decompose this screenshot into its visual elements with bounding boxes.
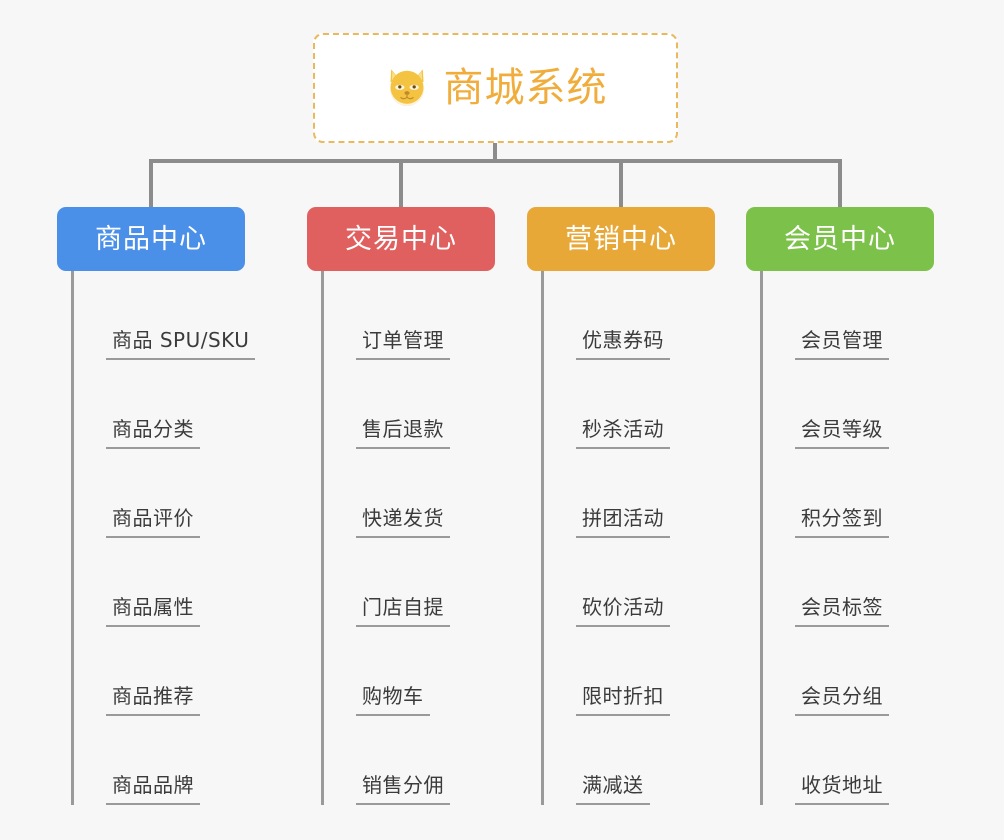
leaf-item[interactable]: 积分签到 <box>763 449 934 538</box>
leaf-item-label: 商品品牌 <box>112 773 194 797</box>
leaf-list-1: 商品 SPU/SKU 商品分类商品评价商品属性商品推荐商品品牌 <box>71 271 256 805</box>
leaf-item[interactable]: 满减送 <box>544 716 715 805</box>
leaf-item[interactable]: 拼团活动 <box>544 449 715 538</box>
leaf-item-label: 购物车 <box>362 684 424 708</box>
leaf-item-label: 销售分佣 <box>362 773 444 797</box>
connector-drop-3 <box>619 159 623 207</box>
leaf-item-underline: 积分签到 <box>795 507 889 538</box>
leaf-item[interactable]: 砍价活动 <box>544 538 715 627</box>
leaf-item[interactable]: 商品评价 <box>74 449 255 538</box>
leaf-item[interactable]: 商品品牌 <box>74 716 255 805</box>
leaf-item-underline: 订单管理 <box>356 329 450 360</box>
category-column-2: 交易中心订单管理售后退款快递发货门店自提购物车销售分佣 <box>307 207 495 805</box>
leaf-item-underline: 商品评价 <box>106 507 200 538</box>
leaf-item-underline: 商品推荐 <box>106 685 200 716</box>
leaf-item-label: 限时折扣 <box>582 684 664 708</box>
category-box-3[interactable]: 营销中心 <box>527 207 715 271</box>
leaf-item-underline: 商品 SPU/SKU <box>106 328 256 360</box>
leaf-item[interactable]: 优惠券码 <box>544 271 715 360</box>
leaf-item-label: 会员标签 <box>801 595 883 619</box>
leaf-item-underline: 商品分类 <box>106 418 200 449</box>
connector-root-stem <box>493 143 497 162</box>
leaf-item[interactable]: 订单管理 <box>324 271 495 360</box>
leaf-item[interactable]: 售后退款 <box>324 360 495 449</box>
leaf-item-label: 商品评价 <box>112 506 194 530</box>
leaf-item-underline: 商品属性 <box>106 596 200 627</box>
leaf-item-underline: 门店自提 <box>356 596 450 627</box>
leaf-item-underline: 会员标签 <box>795 596 889 627</box>
leaf-item-label: 商品 SPU/SKU <box>112 328 250 352</box>
leaf-item-label: 会员等级 <box>801 417 883 441</box>
leaf-item[interactable]: 商品分类 <box>74 360 255 449</box>
leaf-item[interactable]: 购物车 <box>324 627 495 716</box>
leaf-item-label: 商品分类 <box>112 417 194 441</box>
category-label: 营销中心 <box>565 223 677 255</box>
root-title: 商城系统 <box>443 65 608 111</box>
leaf-item[interactable]: 秒杀活动 <box>544 360 715 449</box>
category-box-2[interactable]: 交易中心 <box>307 207 495 271</box>
leaf-item-label: 订单管理 <box>362 328 444 352</box>
leaf-list-4: 会员管理会员等级积分签到会员标签会员分组收货地址 <box>760 271 934 805</box>
leaf-item[interactable]: 商品 SPU/SKU <box>74 271 256 360</box>
leaf-item[interactable]: 收货地址 <box>763 716 934 805</box>
leaf-item-underline: 优惠券码 <box>576 329 670 360</box>
leaf-item-label: 会员分组 <box>801 684 883 708</box>
leaf-item-label: 会员管理 <box>801 328 883 352</box>
leaf-item-label: 售后退款 <box>362 417 444 441</box>
leaf-item-underline: 会员等级 <box>795 418 889 449</box>
connector-drop-4 <box>838 159 842 207</box>
leaf-item-label: 秒杀活动 <box>582 417 664 441</box>
leaf-item-underline: 商品品牌 <box>106 774 200 805</box>
leaf-item-label: 积分签到 <box>801 506 883 530</box>
leaf-item-underline: 砍价活动 <box>576 596 670 627</box>
leaf-item[interactable]: 商品属性 <box>74 538 255 627</box>
leaf-item[interactable]: 会员分组 <box>763 627 934 716</box>
leaf-item[interactable]: 销售分佣 <box>324 716 495 805</box>
leaf-item-underline: 会员分组 <box>795 685 889 716</box>
category-box-1[interactable]: 商品中心 <box>57 207 245 271</box>
leaf-item-label: 优惠券码 <box>582 328 664 352</box>
category-label: 商品中心 <box>95 223 207 255</box>
leaf-item[interactable]: 限时折扣 <box>544 627 715 716</box>
leaf-item-label: 门店自提 <box>362 595 444 619</box>
category-box-4[interactable]: 会员中心 <box>746 207 934 271</box>
shiba-dog-face-icon <box>389 69 424 106</box>
leaf-item-underline: 拼团活动 <box>576 507 670 538</box>
connector-horizontal-bar <box>150 159 842 163</box>
leaf-item-underline: 会员管理 <box>795 329 889 360</box>
category-label: 会员中心 <box>784 223 896 255</box>
leaf-item-label: 收货地址 <box>801 773 883 797</box>
category-column-4: 会员中心会员管理会员等级积分签到会员标签会员分组收货地址 <box>746 207 934 805</box>
leaf-list-2: 订单管理售后退款快递发货门店自提购物车销售分佣 <box>321 271 495 805</box>
leaf-item-underline: 快递发货 <box>356 507 450 538</box>
leaf-item[interactable]: 会员等级 <box>763 360 934 449</box>
category-column-3: 营销中心优惠券码秒杀活动拼团活动砍价活动限时折扣满减送 <box>527 207 715 805</box>
leaf-item[interactable]: 快递发货 <box>324 449 495 538</box>
leaf-item-label: 快递发货 <box>362 506 444 530</box>
leaf-item[interactable]: 门店自提 <box>324 538 495 627</box>
category-column-1: 商品中心商品 SPU/SKU 商品分类商品评价商品属性商品推荐商品品牌 <box>57 207 256 805</box>
connector-drop-2 <box>399 159 403 207</box>
leaf-item-underline: 销售分佣 <box>356 774 450 805</box>
leaf-item-underline: 秒杀活动 <box>576 418 670 449</box>
leaf-item-underline: 收货地址 <box>795 774 889 805</box>
root-node[interactable]: 商城系统 <box>313 33 678 143</box>
leaf-item-underline: 满减送 <box>576 774 650 805</box>
category-label: 交易中心 <box>345 223 457 255</box>
leaf-item-label: 砍价活动 <box>582 595 664 619</box>
connector-drop-1 <box>149 159 153 207</box>
leaf-list-3: 优惠券码秒杀活动拼团活动砍价活动限时折扣满减送 <box>541 271 715 805</box>
leaf-item-underline: 售后退款 <box>356 418 450 449</box>
leaf-item-underline: 限时折扣 <box>576 685 670 716</box>
leaf-item[interactable]: 会员管理 <box>763 271 934 360</box>
leaf-item[interactable]: 商品推荐 <box>74 627 255 716</box>
leaf-item-label: 拼团活动 <box>582 506 664 530</box>
leaf-item-label: 满减送 <box>582 773 644 797</box>
leaf-item-label: 商品推荐 <box>112 684 194 708</box>
leaf-item[interactable]: 会员标签 <box>763 538 934 627</box>
leaf-item-label: 商品属性 <box>112 595 194 619</box>
leaf-item-underline: 购物车 <box>356 685 430 716</box>
